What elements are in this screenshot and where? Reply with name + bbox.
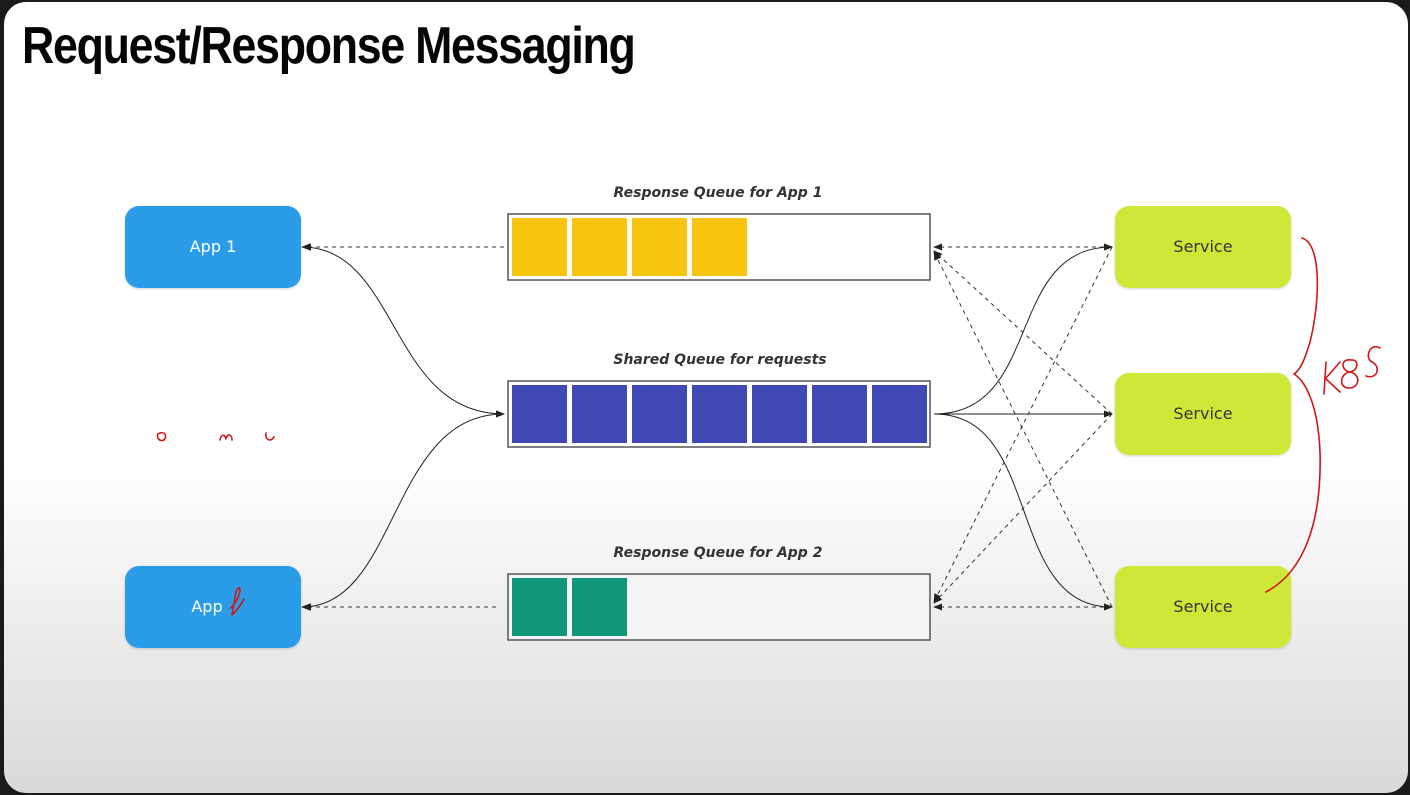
shared-request-message-1 — [512, 385, 567, 443]
shared-queue-messages — [512, 385, 927, 443]
response-queue-app1-messages — [512, 218, 747, 276]
app1-response-message-1 — [512, 218, 567, 276]
doodle-marks — [156, 431, 275, 442]
app2-digit-scribble — [230, 586, 245, 616]
app1-response-message-3 — [632, 218, 687, 276]
service-2-label: Service — [1173, 404, 1232, 423]
app2-response-message-1 — [512, 578, 567, 636]
response-queue-app1-label: Response Queue for App 1 — [614, 185, 823, 201]
response-queue-app2-messages — [512, 578, 627, 636]
app1-response-message-4 — [692, 218, 747, 276]
shared-request-message-7 — [872, 385, 927, 443]
service-node-3: Service — [1115, 566, 1291, 648]
dispatch-arrow-service1 — [933, 243, 1113, 415]
dispatch-arrow-service3 — [933, 413, 1113, 611]
shared-request-message-4 — [692, 385, 747, 443]
shared-request-message-3 — [632, 385, 687, 443]
response-arrows — [302, 243, 1113, 611]
brace-annotation — [1265, 237, 1321, 593]
service-node-1: Service — [1115, 206, 1291, 288]
response-queue-app2 — [507, 573, 931, 641]
shared-queue-label: Shared Queue for requests — [613, 352, 826, 368]
app2-label: App — [191, 597, 222, 616]
app2-node: App — [125, 566, 301, 648]
app1-label: App 1 — [190, 237, 237, 256]
shared-request-message-6 — [812, 385, 867, 443]
shared-request-message-5 — [752, 385, 807, 443]
response-queue-app2-label: Response Queue for App 2 — [614, 545, 823, 561]
slide: Request/Response Messaging Response Queu… — [4, 2, 1408, 793]
service-node-2: Service — [1115, 373, 1291, 455]
handwritten-annotations — [156, 237, 1381, 616]
messaging-diagram: Response Queue for App 1 Shared Queue fo… — [125, 185, 1381, 648]
app1-response-message-2 — [572, 218, 627, 276]
service-1-label: Service — [1173, 237, 1232, 256]
service-3-label: Service — [1173, 597, 1232, 616]
k8s-handwriting — [1323, 345, 1381, 395]
shared-request-message-2 — [572, 385, 627, 443]
request-arrow-app1 — [301, 243, 505, 418]
request-arrow-app2 — [301, 410, 505, 611]
slide-title: Request/Response Messaging — [22, 17, 636, 75]
app1-node: App 1 — [125, 206, 301, 288]
app2-response-message-2 — [572, 578, 627, 636]
